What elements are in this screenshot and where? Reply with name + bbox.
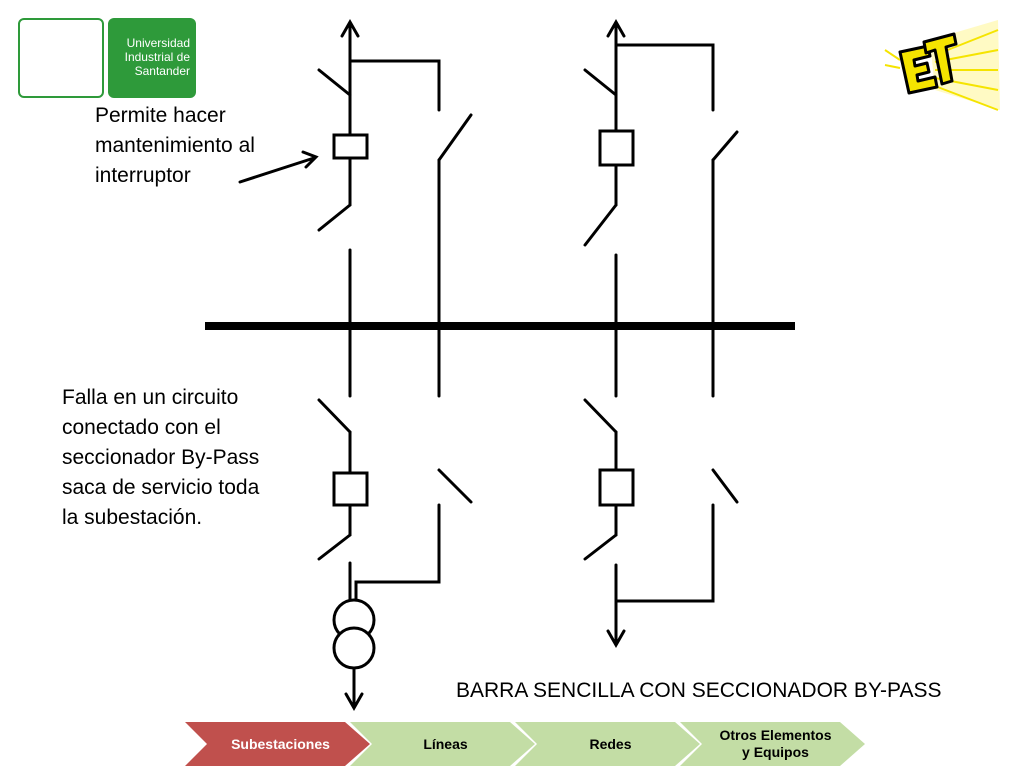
transformer-winding-2	[332, 626, 376, 670]
bay1-upper	[317, 18, 473, 398]
bay1-upper-switch-blade	[317, 68, 352, 97]
bay2-lower	[583, 398, 739, 649]
bay1-lower-breaker	[332, 471, 369, 507]
bay2-lower-breaker	[598, 468, 635, 507]
bay1-lower	[317, 398, 473, 712]
bay1-lower-bypass-switch	[437, 468, 473, 504]
nav-tab-otros-elementos[interactable]: Otros Elementos y Equipos	[680, 722, 865, 766]
bay1-upper-breaker	[332, 133, 369, 160]
fault-note: Falla en un circuito conectado con el se…	[62, 386, 260, 529]
uis-logo-name: Universidad Industrial de Santander	[108, 18, 196, 98]
nav-tab-label: Subestaciones	[231, 735, 330, 752]
maintenance-note: Permite hacer mantenimiento al interrupt…	[95, 104, 255, 187]
bay2-out-arrow	[606, 629, 626, 649]
uis-name-line-2: Industrial de	[124, 50, 190, 64]
uis-name-line-3: Santander	[134, 64, 190, 78]
et-emblem-icon	[884, 20, 1000, 111]
nav-tab-redes[interactable]: Redes	[515, 722, 700, 766]
bay2-upper-breaker	[598, 129, 635, 167]
transformer-out-arrow	[344, 692, 364, 712]
nav-tab-label: Líneas	[423, 735, 468, 752]
uis-logo-mark	[18, 18, 104, 98]
bay1-lower-switch-blade	[317, 398, 352, 434]
bay1-upper-bypass-top	[348, 59, 441, 112]
nav-tab-label: Otros Elementos y Equipos	[719, 727, 832, 760]
nav-tab-lineas[interactable]: Líneas	[350, 722, 535, 766]
uis-name-line-1: Universidad	[126, 36, 190, 50]
bay2-upper	[583, 18, 739, 398]
bay1-upper-bypass-switch	[437, 113, 473, 162]
nav-tab-label: Redes	[589, 735, 632, 752]
bay1-arrow-head	[340, 18, 360, 38]
diagram-title: BARRA SENCILLA CON SECCIONADOR BY-PASS	[456, 679, 942, 702]
chevron-nav-bar: Subestaciones Líneas Redes Otros Element…	[185, 722, 865, 768]
nav-tab-subestaciones[interactable]: Subestaciones	[185, 722, 370, 766]
bay1-upper-lower-switch-blade	[317, 203, 352, 232]
annotation-arrow	[238, 156, 316, 184]
